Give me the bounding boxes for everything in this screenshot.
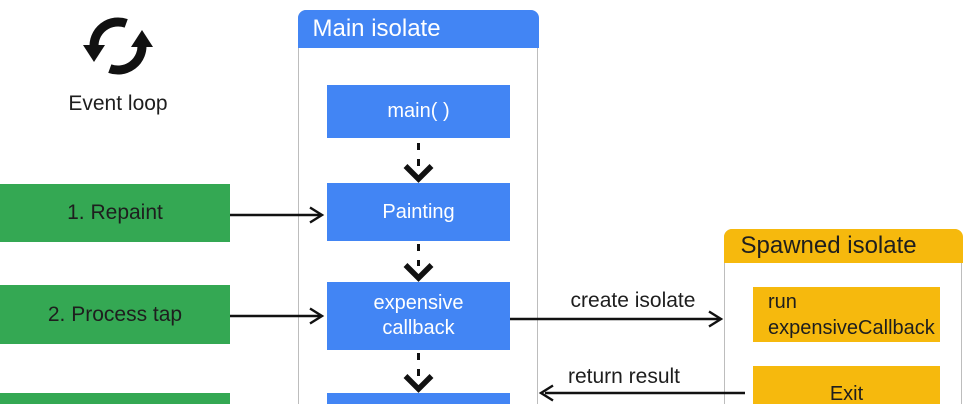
event-loop-label: Event loop xyxy=(68,92,168,115)
event-box-partial xyxy=(0,393,230,404)
step-painting-label: Painting xyxy=(382,200,455,223)
main-isolate-header: Main isolate xyxy=(297,9,539,48)
event-box-process-tap-label: 2. Process tap xyxy=(47,302,183,326)
step-main: main( ) xyxy=(327,85,510,138)
spawned-isolate-header: Spawned isolate xyxy=(723,228,963,263)
step-run-expensive-callback-label: run expensiveCallback xyxy=(768,290,935,339)
arrow-create-isolate xyxy=(510,310,724,328)
event-box-process-tap: 2. Process tap xyxy=(0,285,230,344)
step-expensive-callback-label: expensive callback xyxy=(373,292,464,339)
event-box-repaint-label: 1. Repaint xyxy=(67,201,163,224)
step-partial xyxy=(327,393,510,404)
step-painting: Painting xyxy=(327,183,510,241)
step-exit: Exit xyxy=(753,366,940,404)
step-run-expensive-callback: run expensiveCallback xyxy=(753,287,940,342)
event-loop-icon xyxy=(83,17,153,75)
step-expensive-callback: expensive callback xyxy=(327,282,510,350)
create-isolate-label: create isolate xyxy=(570,289,696,312)
event-loop-figure: Event loop xyxy=(44,10,192,116)
step-main-label: main( ) xyxy=(387,100,450,122)
event-box-repaint: 1. Repaint xyxy=(0,184,230,242)
step-exit-label: Exit xyxy=(829,383,864,404)
return-result-label: return result xyxy=(567,365,681,388)
